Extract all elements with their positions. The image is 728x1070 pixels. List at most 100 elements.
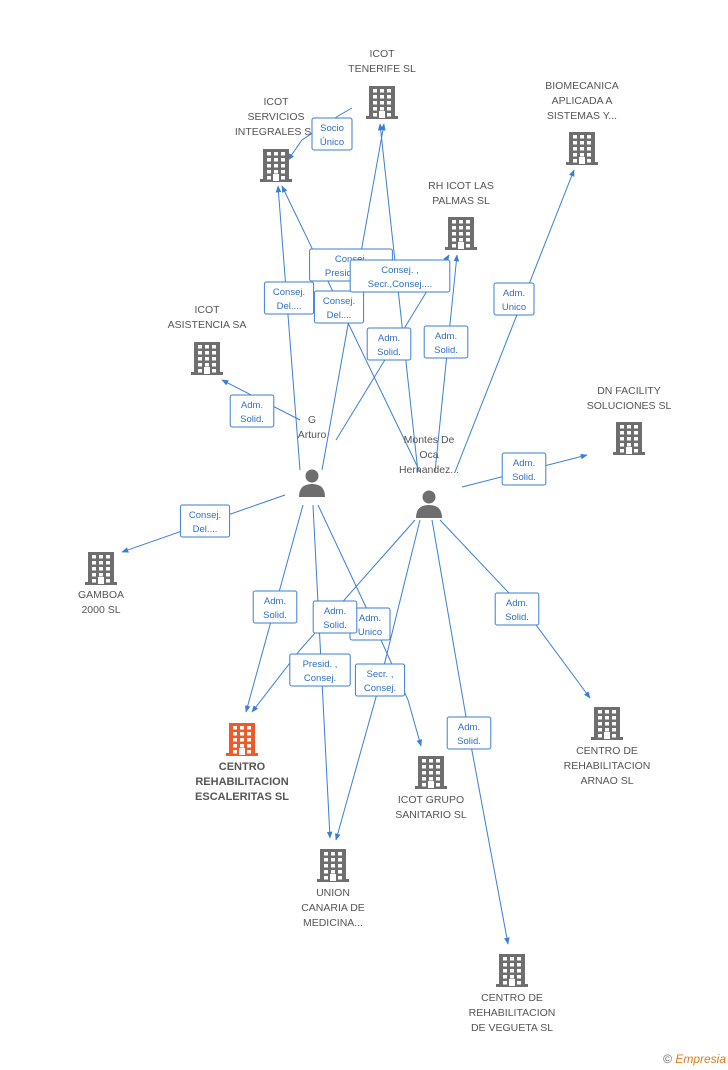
edge-role-text: Consej. Del....: [273, 287, 305, 312]
building-icon[interactable]: [317, 849, 349, 882]
edge-role-text: Adm. Unico: [358, 613, 382, 638]
edge-role-line: Consej.: [189, 510, 221, 521]
node-label-line: APLICADA A: [552, 95, 613, 107]
edge-role-line: Consej.: [323, 296, 355, 307]
edge-role-line: Del....: [193, 524, 218, 535]
edge-role-label[interactable]: Adm. Solid.: [423, 325, 469, 359]
node-label-line: ICOT: [263, 96, 289, 108]
building-icon[interactable]: [591, 707, 623, 740]
edge-role-label[interactable]: Consej. Del....: [179, 504, 231, 538]
edge-role-line: Socio: [320, 123, 344, 134]
building-icon[interactable]: [415, 756, 447, 789]
brand-logo-text[interactable]: Empresia: [675, 1052, 726, 1066]
person-icon[interactable]: [299, 469, 325, 498]
edge-role-line: Solid.: [323, 620, 347, 631]
edge-role-line: Unico: [358, 627, 382, 638]
edge-role-line: Solid.: [457, 736, 481, 747]
edge-role-line: Consej.: [335, 254, 367, 265]
node-label-line: ICOT: [194, 304, 220, 316]
building-icon[interactable]: [260, 149, 292, 182]
building-icon[interactable]: [191, 342, 223, 375]
building-icon[interactable]: [226, 723, 258, 756]
node-label-line: SOLUCIONES SL: [587, 400, 672, 412]
node-label-line: CANARIA DE: [301, 902, 365, 914]
building-icon[interactable]: [85, 552, 117, 585]
edge-role-label[interactable]: Adm.Solid.: [446, 716, 492, 750]
node-label-line: ESCALERITAS SL: [195, 791, 289, 803]
edge-role-line: Consej.: [273, 287, 305, 298]
node-label-line: DN FACILITY: [597, 385, 661, 397]
edge-role-label[interactable]: Adm.Solid.: [501, 452, 547, 486]
edge-role-text: Consej. Del....: [189, 510, 221, 535]
node-label-line: CENTRO: [219, 761, 266, 773]
edge-role-text: Adm.Unico: [502, 288, 526, 313]
node-label-line: ICOT GRUPO: [398, 794, 464, 806]
edge-person_montes-to-icot_tenerife: [377, 123, 419, 473]
edge-role-text: Adm.Solid.: [323, 606, 347, 631]
edge-role-label[interactable]: Consej. Del....: [313, 290, 365, 324]
node-label-line: Arturo: [298, 429, 327, 441]
edge-role-label[interactable]: Presid. ,Consej.: [289, 653, 351, 687]
node-label-line: PALMAS SL: [432, 195, 490, 207]
edge-role-line: Adm.: [435, 331, 457, 342]
edge-role-label[interactable]: Adm.Solid.: [312, 600, 358, 634]
node-label-line: INTEGRALES SL: [235, 126, 317, 138]
edge-role-text: Adm.Solid.: [263, 596, 287, 621]
node-label-line: SANITARIO SL: [395, 809, 467, 821]
edge-role-label[interactable]: Secr. ,Consej.: [354, 663, 406, 697]
building-icon[interactable]: [366, 86, 398, 119]
node-label-line: ASISTENCIA SA: [168, 319, 247, 331]
node-icot_asistencia[interactable]: ICOT ASISTENCIA SA: [168, 304, 247, 375]
edge-role-label[interactable]: Adm.Solid.: [366, 327, 412, 361]
node-label-line: Oca: [419, 449, 438, 461]
building-icon[interactable]: [445, 217, 477, 250]
edge-role-line: Del....: [327, 310, 352, 321]
building-icon[interactable]: [496, 954, 528, 987]
edge-labels-layer: Consej.Del....Consej.Presid.,Co...Adm.So…: [179, 117, 547, 750]
node-label-line: Hernandez...: [399, 464, 459, 476]
edge-role-label[interactable]: Adm.Solid.: [252, 590, 298, 624]
edge-role-line: Adm.: [359, 613, 381, 624]
node-label-line: GAMBOA: [78, 589, 124, 601]
node-dn_facility[interactable]: DN FACILITY SOLUCIONES SL: [587, 385, 672, 455]
edge-role-line: Secr. ,: [367, 669, 394, 680]
edge-role-line: Unico: [502, 302, 526, 313]
edge-role-text: Adm.Solid.: [377, 333, 401, 358]
edge-role-label[interactable]: Adm.Unico: [493, 282, 535, 316]
node-label-line: REHABILITACION: [564, 760, 651, 772]
node-label: ICOT GRUPO SANITARIO SL: [395, 794, 467, 821]
edge-role-label[interactable]: Consej. ,Secr.,Consej....: [349, 259, 451, 293]
node-icot_grupo[interactable]: ICOT GRUPO SANITARIO SL: [395, 756, 467, 821]
edge-role-label[interactable]: Adm.Solid.: [229, 394, 275, 428]
building-icon[interactable]: [613, 422, 645, 455]
node-label-line: REHABILITACION: [195, 776, 288, 788]
edge-role-text: Adm.Solid.: [505, 598, 529, 623]
edge-role-label[interactable]: Adm.Solid.: [494, 592, 540, 626]
node-label-line: ICOT: [369, 48, 395, 60]
edge-person_montes-to-biomecanica: [454, 169, 575, 473]
edge-role-line: Consej. ,: [381, 265, 419, 276]
building-icon[interactable]: [566, 132, 598, 165]
node-label: CENTRO REHABILITACION ESCALERITAS SL: [195, 761, 289, 803]
edge-role-line: Solid.: [434, 345, 458, 356]
node-label-line: MEDICINA...: [303, 917, 363, 929]
person-icon[interactable]: [416, 490, 442, 519]
edge-role-line: Del....: [277, 301, 302, 312]
edge-role-label[interactable]: Consej. Del....: [263, 281, 315, 315]
edge-role-line: Adm.: [241, 400, 263, 411]
node-centro_escaleritas[interactable]: CENTRO REHABILITACION ESCALERITAS SL: [195, 723, 289, 803]
